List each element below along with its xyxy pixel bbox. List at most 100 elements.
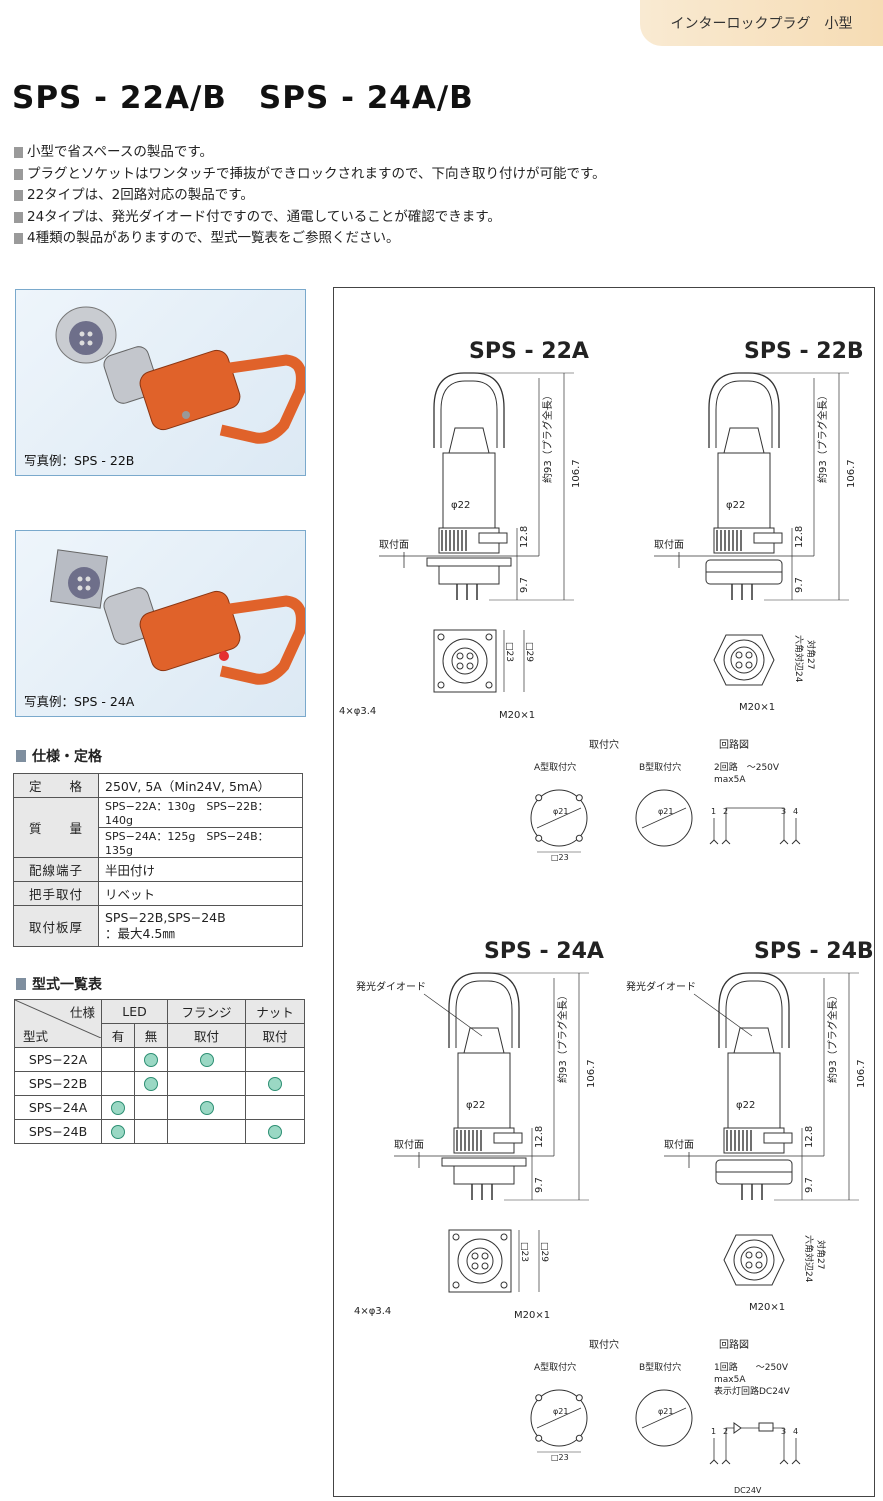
pin-label: 1	[711, 807, 716, 816]
contact-symbol	[709, 839, 719, 845]
available-dot-icon	[111, 1101, 125, 1116]
mount-hole	[535, 834, 543, 842]
plug-cap	[448, 427, 490, 454]
handle-outline	[440, 380, 498, 448]
b-type-label: B型取付穴	[639, 761, 681, 773]
mount-hole	[437, 633, 445, 641]
table-row: SPS−24A	[14, 1095, 305, 1120]
mount-hole	[535, 1434, 543, 1442]
contact-pin	[745, 661, 753, 669]
dimension-value: 12.8	[534, 1126, 545, 1148]
dimension-value: 12.8	[804, 1126, 815, 1148]
diameter-line	[641, 807, 687, 829]
mount-hole	[535, 794, 543, 802]
feature-item: 小型で省スペースの製品です。	[14, 142, 606, 164]
contact-pin	[466, 662, 474, 670]
dc-label: DC24V	[734, 1486, 762, 1495]
pin-label: 3	[781, 807, 786, 816]
led-label: 発光ダイオード	[626, 980, 696, 993]
photo-caption: 写真例：SPS - 24A	[24, 694, 135, 709]
a-type-label: A型取付穴	[534, 761, 576, 773]
flange	[441, 1157, 527, 1167]
feature-item: 24タイプは、発光ダイオード付ですので、通電していることが確認できます。	[14, 207, 606, 229]
mount-hole	[437, 681, 445, 689]
circuit-spec: max5A	[714, 1375, 746, 1385]
bullet-square-icon	[14, 211, 23, 223]
contact-pin	[456, 662, 464, 670]
contact-pin	[481, 1262, 489, 1270]
mount-face-label: 取付面	[654, 538, 684, 551]
dimension-value: 106.7	[571, 459, 582, 488]
mount-hole	[575, 834, 583, 842]
mount-hole	[500, 1281, 508, 1289]
contact-pin	[745, 1261, 753, 1269]
pin-label: 3	[781, 1427, 786, 1436]
contact-symbol	[721, 839, 731, 845]
plug-body	[717, 452, 771, 529]
available-dot-icon	[144, 1077, 158, 1092]
contact-pin	[755, 1261, 763, 1269]
contact-pin	[471, 1262, 479, 1270]
bullet-square-icon	[14, 147, 23, 159]
diameter-label: φ22	[736, 1100, 755, 1111]
mount-hole	[500, 1233, 508, 1241]
contact-pin	[755, 1251, 763, 1259]
contact-symbol	[791, 839, 801, 845]
contact-pin	[471, 1252, 479, 1260]
square-label: □23	[551, 853, 569, 862]
contact-pin	[735, 661, 743, 669]
table-row: SPS−24B	[14, 1119, 305, 1144]
circuit-spec: max5A	[714, 775, 746, 785]
phi-label: φ21	[553, 807, 568, 816]
contact-symbol	[779, 1459, 789, 1465]
model-name: SPS−24A	[14, 1095, 102, 1120]
plug-illustration	[50, 549, 305, 685]
feature-list: 小型で省スペースの製品です。 プラグとソケットはワンタッチで挿抜ができロックされ…	[14, 142, 606, 250]
phi-label: φ21	[658, 1407, 673, 1416]
table-row: 把手取付リベット	[13, 881, 303, 906]
lock-lever	[763, 1132, 793, 1144]
pin-label: 2	[723, 807, 728, 816]
mount-hole	[485, 681, 493, 689]
thread-label: M20×1	[739, 702, 775, 713]
drawing-title: SPS - 24B	[754, 939, 874, 964]
model-name: SPS−22B	[14, 1071, 102, 1096]
corner-label: 対角27	[815, 1240, 827, 1269]
available-dot-icon	[199, 1053, 214, 1068]
dimension-value: 9.7	[534, 1177, 545, 1193]
feature-item: 22タイプは、2回路対応の製品です。	[14, 185, 606, 207]
contact-symbol	[721, 1459, 731, 1465]
socket-ring	[740, 1246, 768, 1274]
drawing-canvas: SPS - 22A取付面φ22106.7約93（プラグ全長）12.89.7□23…	[339, 339, 874, 1495]
product-photo-sps24a: 写真例：SPS - 24A	[15, 530, 306, 717]
dimension-value: 9.7	[804, 1177, 815, 1193]
led-label: 発光ダイオード	[356, 980, 426, 993]
lock-lever	[493, 1132, 523, 1144]
square-label: □29	[524, 642, 534, 662]
available-dot-icon	[199, 1101, 214, 1116]
dimension-value: 9.7	[519, 577, 530, 593]
mount-hole	[575, 794, 583, 802]
category-label: インターロックプラグ 小型	[670, 16, 853, 32]
mount-hole	[452, 1281, 460, 1289]
holes-label: 4×φ3.4	[354, 1306, 391, 1317]
feature-item: プラグとソケットはワンタッチで挿抜ができロックされますので、下向き取り付けが可能…	[14, 164, 606, 186]
resistor-symbol	[758, 1422, 774, 1432]
pin-label: 4	[793, 807, 798, 816]
plug-cap	[463, 1027, 505, 1054]
plug-cap	[723, 427, 765, 454]
mount-hole	[452, 1233, 460, 1241]
diameter-line	[536, 807, 582, 829]
pin-label: 2	[723, 1427, 728, 1436]
dimension-value: 9.7	[794, 577, 805, 593]
plug-illustration	[55, 306, 305, 444]
mount-face-label: 取付面	[379, 538, 409, 551]
mount-face-label: 取付面	[664, 1138, 694, 1151]
plug-body	[457, 1052, 511, 1129]
lock-lever	[753, 532, 783, 544]
hex-label: 六角対辺24	[803, 1235, 815, 1283]
dimension-value: 約93（プラグ全長）	[816, 390, 829, 483]
